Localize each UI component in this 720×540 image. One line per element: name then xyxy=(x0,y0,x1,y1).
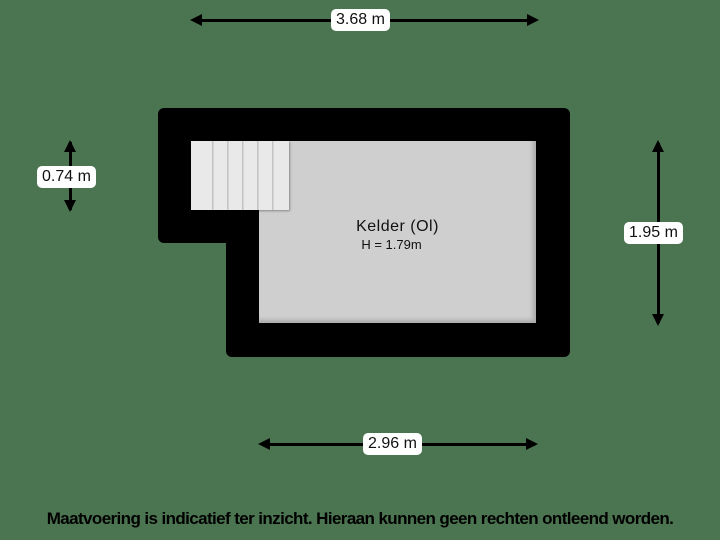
room-name: Kelder (Ol) xyxy=(356,218,439,235)
stair-step-divider xyxy=(242,141,244,210)
arrow-right-icon xyxy=(526,438,538,450)
dimension-label-top: 3.68 m xyxy=(331,9,390,31)
arrow-down-icon xyxy=(64,200,76,212)
arrow-up-icon xyxy=(64,140,76,152)
arrow-up-icon xyxy=(652,140,664,152)
arrow-down-icon xyxy=(652,314,664,326)
stairs xyxy=(191,141,289,210)
arrow-left-icon xyxy=(258,438,270,450)
disclaimer-text: Maatvoering is indicatief ter inzicht. H… xyxy=(46,509,674,528)
dimension-label-right: 1.95 m xyxy=(624,222,683,244)
stair-step-divider xyxy=(257,141,259,210)
dimension-label-left: 0.74 m xyxy=(37,166,96,188)
stair-step-divider xyxy=(227,141,229,210)
stair-step-divider xyxy=(212,141,214,210)
arrow-left-icon xyxy=(190,14,202,26)
stair-step-divider xyxy=(272,141,274,210)
arrow-right-icon xyxy=(527,14,539,26)
room-height: H = 1.79m xyxy=(361,237,422,252)
room-kelder xyxy=(259,141,536,323)
dimension-label-bottom: 2.96 m xyxy=(363,433,422,455)
